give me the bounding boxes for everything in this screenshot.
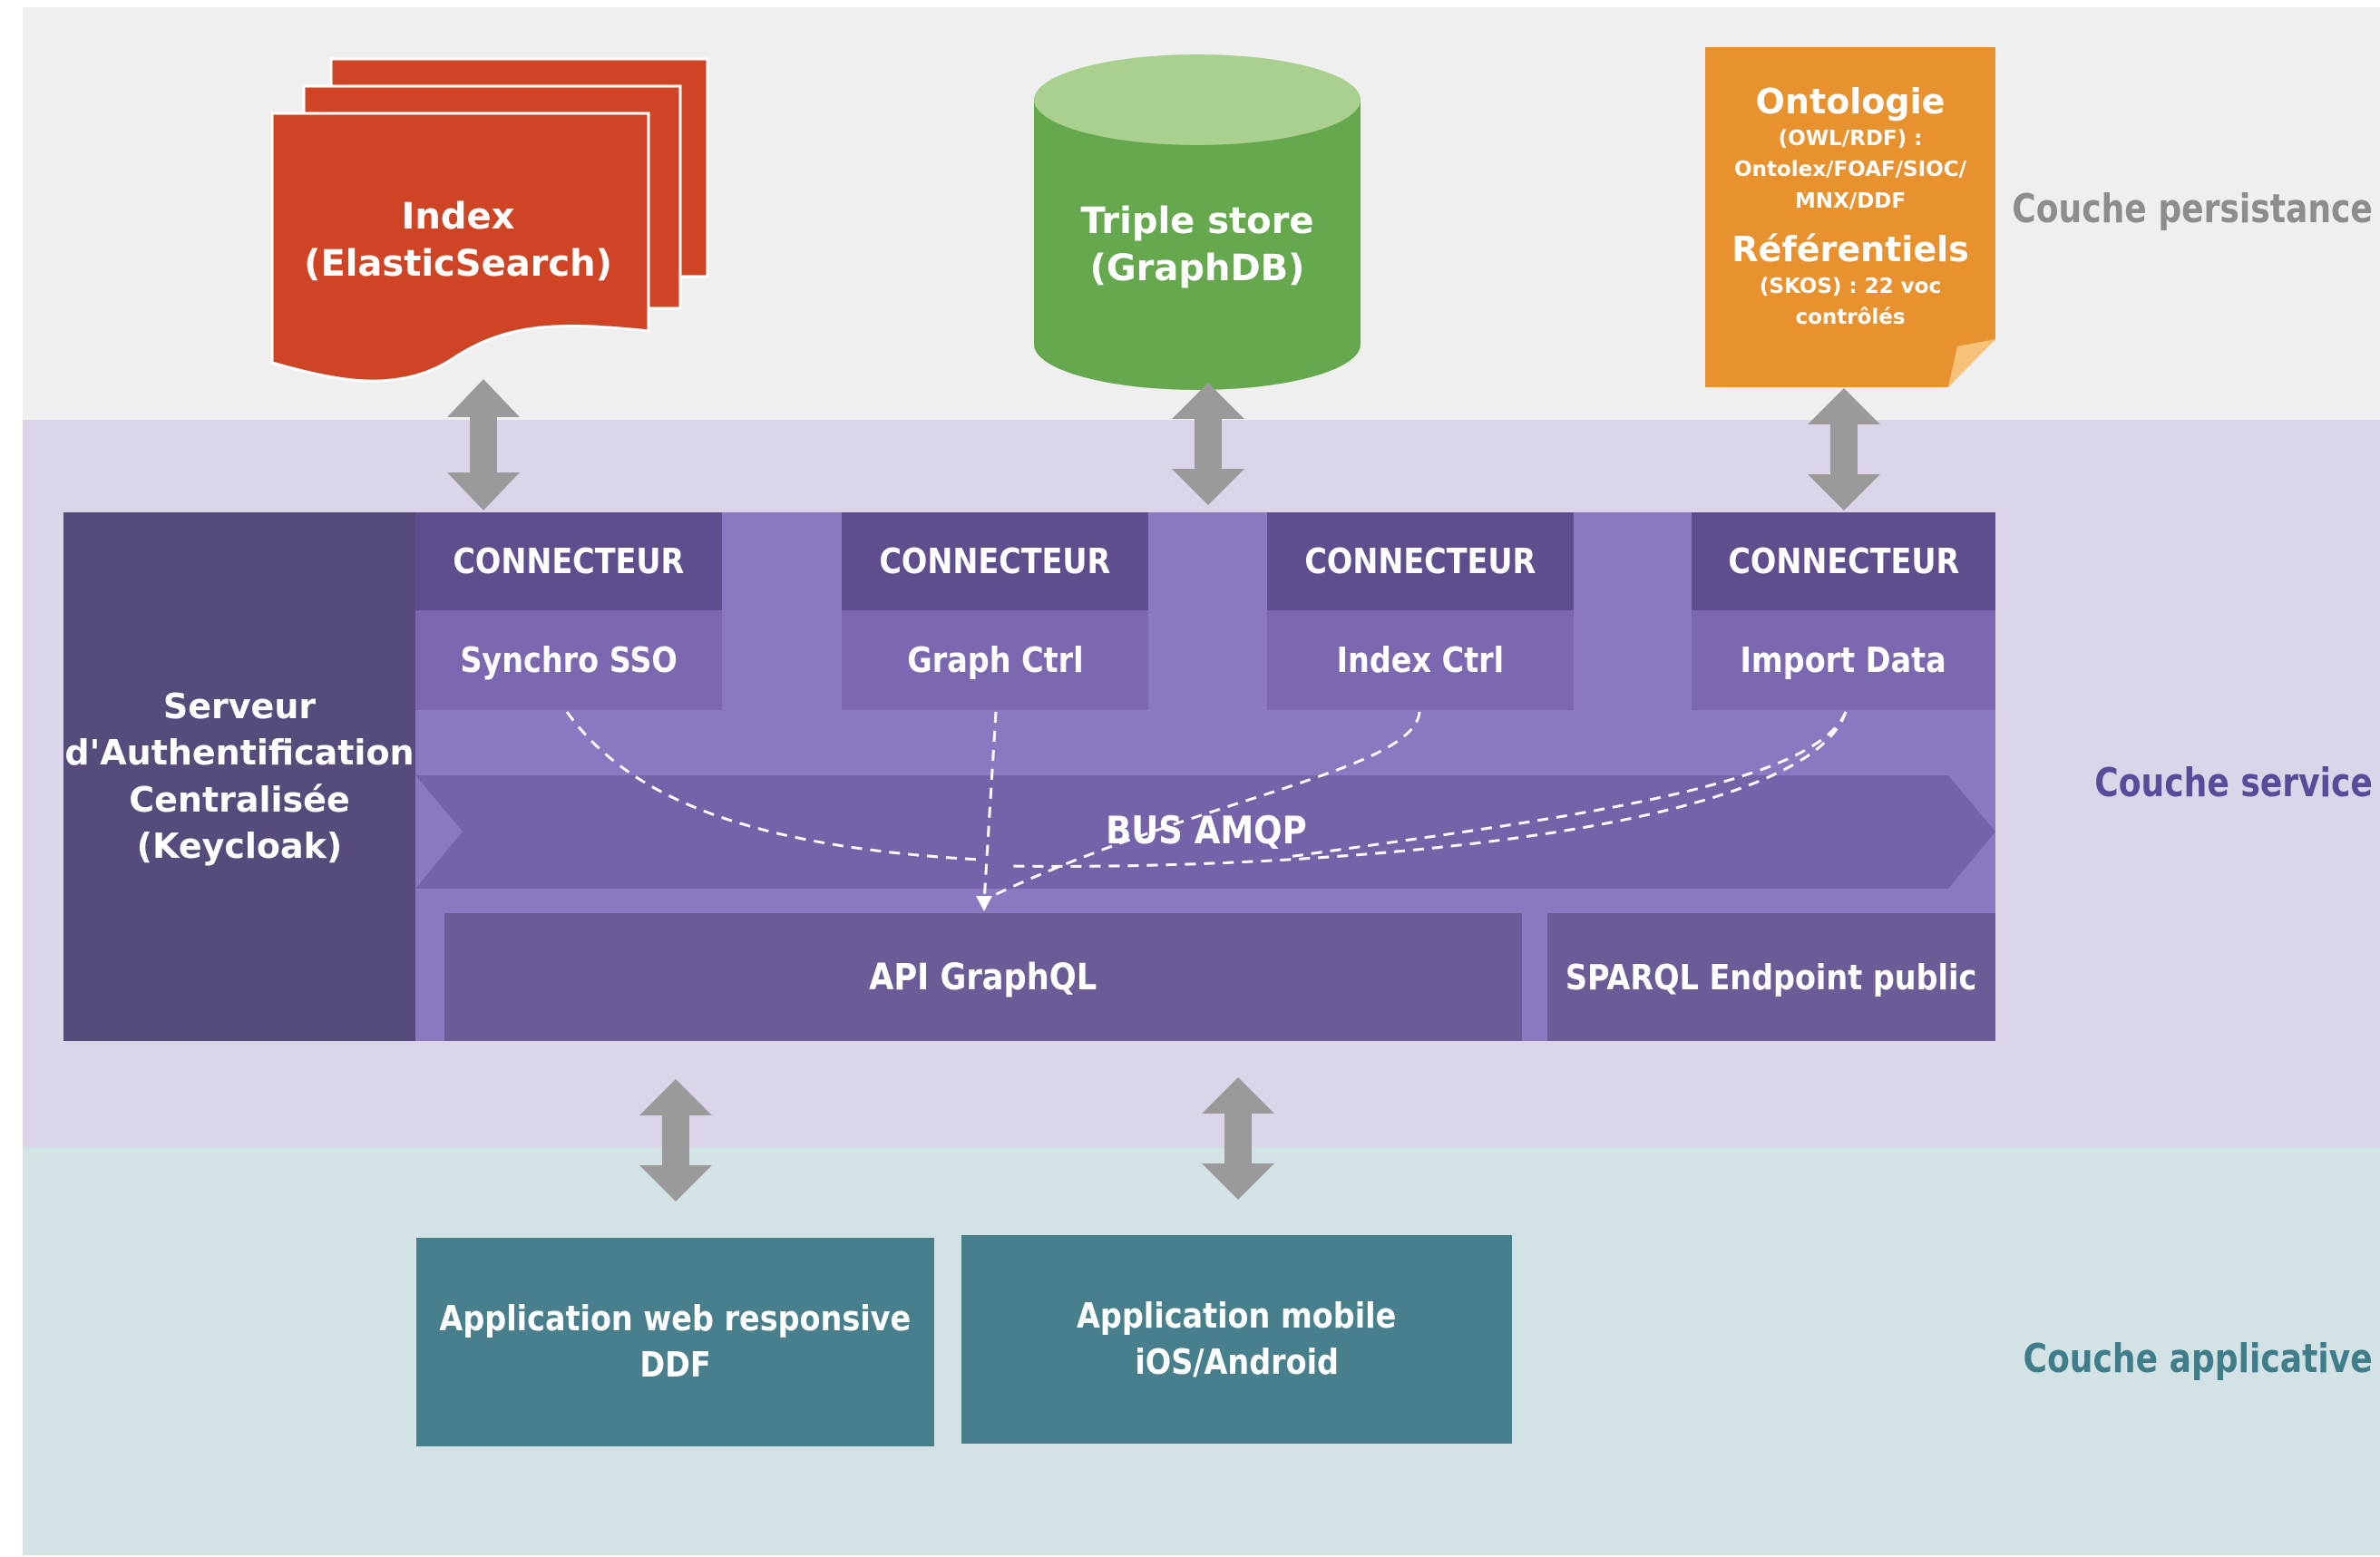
auth-line-2: d'Authentification — [64, 733, 415, 774]
ontology-line-2: Ontolex/FOAF/SIOC/ — [1734, 158, 1966, 182]
triplestore-subtitle: (GraphDB) — [1089, 248, 1305, 289]
double-arrow-icon — [639, 1079, 712, 1202]
layer-label-service: Couche service — [2094, 760, 2373, 806]
ontology-line-3: MNX/DDF — [1794, 189, 1907, 213]
layer-label-persistance: Couche persistance — [2012, 186, 2373, 232]
connector-name: Graph Ctrl — [842, 610, 1148, 710]
connector-header: CONNECTEUR — [415, 512, 722, 610]
connector-graph-ctrl: CONNECTEUR Graph Ctrl — [842, 512, 1148, 710]
connector-header: CONNECTEUR — [842, 512, 1148, 610]
app-mobile-box: Application mobile iOS/Android — [961, 1235, 1512, 1444]
index-label: Index (ElasticSearch) — [272, 181, 644, 299]
connector-synchro-sso: CONNECTEUR Synchro SSO — [415, 512, 722, 710]
connector-import-data: CONNECTEUR Import Data — [1692, 512, 1995, 710]
referentiels-title: Référentiels — [1731, 229, 1969, 270]
double-arrow-icon — [1172, 383, 1244, 505]
ontology-line-1: (OWL/RDF) : — [1778, 126, 1923, 151]
bus-amqp-band — [415, 775, 1995, 889]
triplestore-label: Triple store (GraphDB) — [1034, 190, 1361, 299]
triplestore-title: Triple store — [1080, 200, 1314, 242]
sparql-endpoint-box: SPARQL Endpoint public — [1547, 913, 1995, 1041]
connector-name: Synchro SSO — [415, 610, 722, 710]
app-mobile-line-1: Application mobile — [1077, 1295, 1397, 1336]
database-cylinder-icon — [1034, 54, 1361, 390]
connector-name: Index Ctrl — [1267, 610, 1574, 710]
index-title: Index — [401, 196, 515, 238]
referentiels-line-1: (SKOS) : 22 voc — [1759, 274, 1942, 298]
app-web-line-1: Application web responsive — [439, 1298, 912, 1338]
connector-name: Import Data — [1692, 610, 1995, 710]
api-graphql-box: API GraphQL — [444, 913, 1522, 1041]
auth-line-1: Serveur — [162, 686, 317, 726]
ontology-text: Ontologie (OWL/RDF) : Ontolex/FOAF/SIOC/… — [1705, 82, 1995, 334]
connector-index-ctrl: CONNECTEUR Index Ctrl — [1267, 512, 1574, 710]
ontology-title: Ontologie — [1755, 82, 1946, 122]
auth-line-4: (Keycloak) — [136, 825, 343, 866]
double-arrow-icon — [447, 379, 520, 511]
index-subtitle: (ElasticSearch) — [304, 243, 612, 285]
connector-header: CONNECTEUR — [1692, 512, 1995, 610]
auth-line-3: Centralisée — [129, 779, 350, 820]
double-arrow-icon — [1808, 388, 1880, 511]
app-mobile-line-2: iOS/Android — [1135, 1342, 1339, 1382]
auth-server: Serveur d'Authentification Centralisée (… — [63, 512, 415, 1041]
layer-label-applicative: Couche applicative — [2023, 1336, 2373, 1382]
ontology-note-icon — [1705, 47, 1995, 387]
app-web-box: Application web responsive DDF — [416, 1238, 934, 1446]
referentiels-line-2: contrôlés — [1795, 306, 1906, 330]
index-document-stack-icon — [270, 57, 709, 383]
connector-header: CONNECTEUR — [1267, 512, 1574, 610]
app-web-line-2: DDF — [639, 1345, 711, 1385]
bus-amqp-label: BUS AMQP — [1106, 807, 1307, 852]
double-arrow-icon — [1202, 1077, 1274, 1200]
